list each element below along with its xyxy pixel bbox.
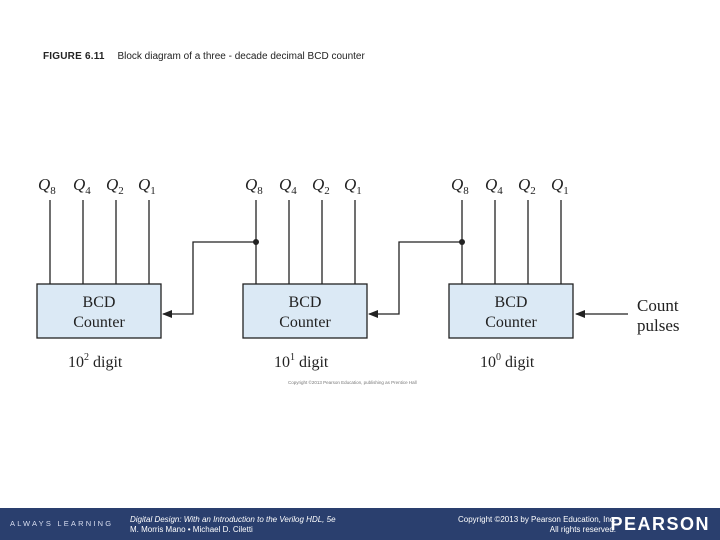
q2-label-units: Q2: [518, 175, 536, 197]
footer-bar: ALWAYS LEARNING Digital Design: With an …: [0, 508, 720, 540]
q2-label-hundreds: Q2: [106, 175, 124, 197]
counter-box-hundreds: [36, 283, 162, 339]
q-lines-tens: [255, 200, 356, 284]
figure-number: FIGURE 6.11: [43, 51, 105, 62]
block-label-line1-units: BCD: [495, 294, 528, 311]
q4-label-units: Q4: [485, 175, 503, 197]
counter-box-units: [448, 283, 574, 339]
count-label-line1: Count: [637, 296, 679, 315]
count-label-line2: pulses: [637, 316, 680, 335]
block-label-line1-hundreds: BCD: [83, 294, 116, 311]
digit-label-tens: 101 digit: [274, 352, 329, 371]
copyright-line2: All rights reserved.: [549, 525, 616, 534]
q8-label-units: Q8: [451, 175, 469, 197]
carry-wire-tens-to-hundreds: [162, 239, 259, 318]
bcd-counter-diagram: Q8 Q4 Q2 Q1 BCD Counter 102 digit Q8 Q4 …: [36, 175, 680, 385]
copyright-line1: Copyright ©2013 by Pearson Education, In…: [458, 515, 616, 524]
block-label-line2-units: Counter: [485, 314, 537, 331]
junction-dot-units: [459, 239, 465, 245]
counter-block-tens: Q8 Q4 Q2 Q1 BCD Counter 101 digit: [242, 175, 368, 371]
q4-label-tens: Q4: [279, 175, 297, 197]
figure-title: Block diagram of a three - decade decima…: [117, 51, 365, 62]
digit-label-hundreds: 102 digit: [68, 352, 123, 371]
counter-block-hundreds: Q8 Q4 Q2 Q1 BCD Counter 102 digit: [36, 175, 162, 371]
book-info: Digital Design: With an Introduction to …: [130, 515, 336, 535]
footer-copyright: Copyright ©2013 by Pearson Education, In…: [458, 515, 616, 535]
q-labels-units: Q8 Q4 Q2 Q1: [451, 175, 569, 197]
inner-copyright: Copyright ©2013 Pearson Education, publi…: [288, 379, 417, 385]
block-label-line1-tens: BCD: [289, 294, 322, 311]
always-learning-tagline: ALWAYS LEARNING: [10, 519, 114, 528]
count-pulses-input: Count pulses: [575, 296, 680, 335]
q1-label-units: Q1: [551, 175, 569, 197]
q-lines-hundreds: [49, 200, 150, 284]
q2-label-tens: Q2: [312, 175, 330, 197]
pearson-logo: PEARSON: [610, 514, 710, 534]
q-lines-units: [461, 200, 562, 284]
carry-wire-units-to-tens: [368, 239, 465, 318]
block-label-line2-tens: Counter: [279, 314, 331, 331]
q1-label-tens: Q1: [344, 175, 362, 197]
book-authors: M. Morris Mano • Michael D. Ciletti: [130, 525, 253, 534]
counter-block-units: Q8 Q4 Q2 Q1 BCD Counter 100 digit: [448, 175, 574, 371]
q8-label-tens: Q8: [245, 175, 263, 197]
q4-label-hundreds: Q4: [73, 175, 91, 197]
q1-label-hundreds: Q1: [138, 175, 156, 197]
q8-label-hundreds: Q8: [38, 175, 56, 197]
book-title: Digital Design: With an Introduction to …: [130, 515, 336, 524]
q-labels-tens: Q8 Q4 Q2 Q1: [245, 175, 362, 197]
digit-label-units: 100 digit: [480, 352, 535, 371]
block-label-line2-hundreds: Counter: [73, 314, 125, 331]
q-labels-hundreds: Q8 Q4 Q2 Q1: [38, 175, 156, 197]
figure-caption: FIGURE 6.11 Block diagram of a three - d…: [43, 51, 365, 62]
junction-dot-tens: [253, 239, 259, 245]
counter-box-tens: [242, 283, 368, 339]
